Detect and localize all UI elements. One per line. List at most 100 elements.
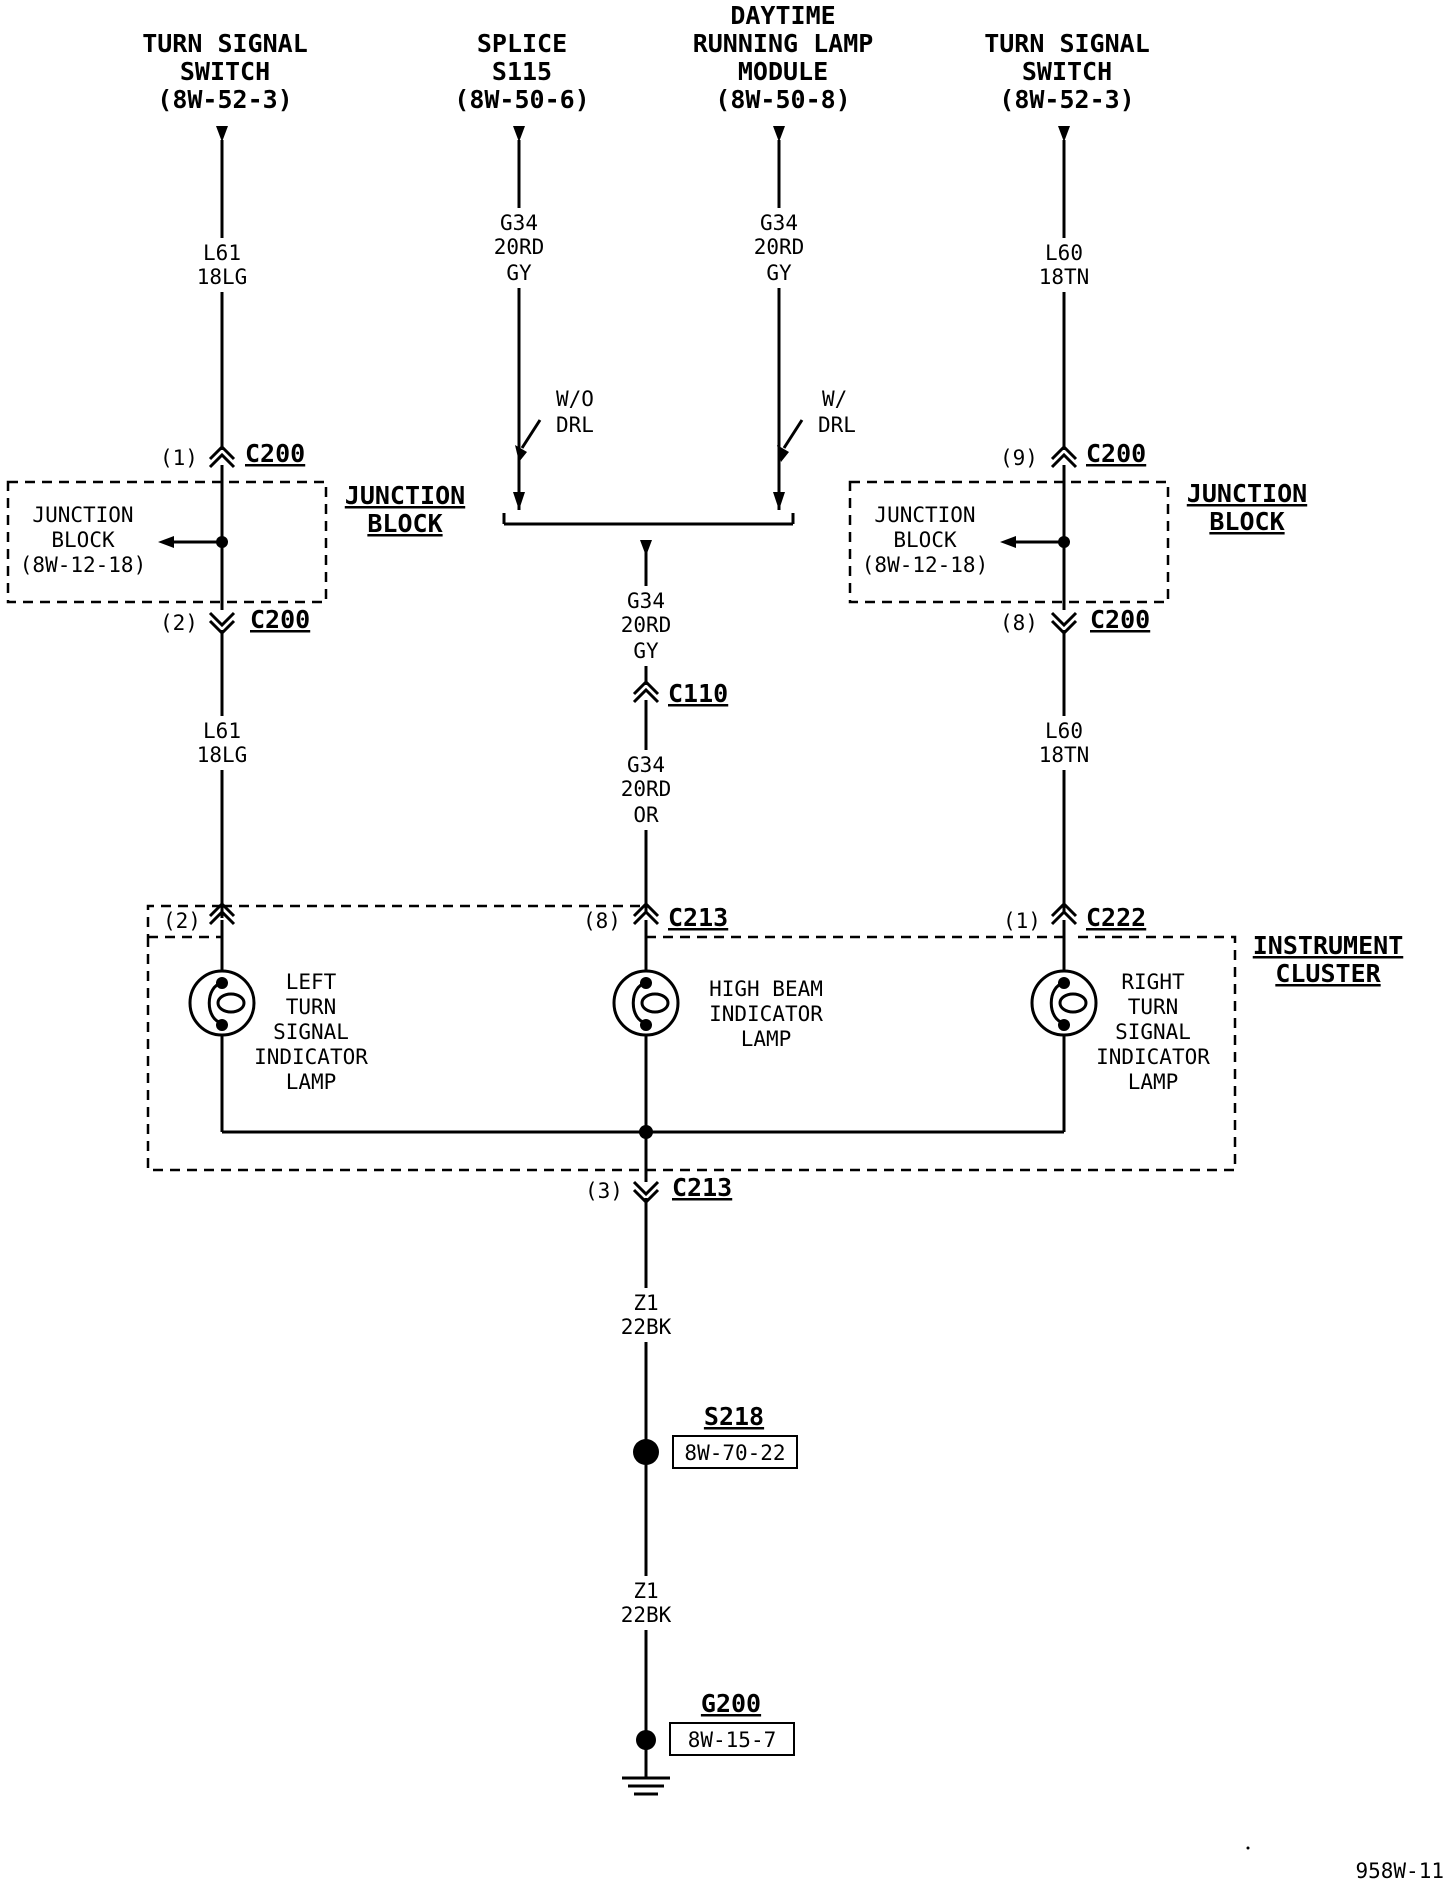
source-line: TURN SIGNAL (142, 29, 308, 58)
connector-symbols (208, 444, 1078, 1205)
junction-text: (8W-12-18) (20, 553, 146, 577)
wire-circuit-label: L61 (203, 241, 241, 265)
right-turn-lamp (1030, 920, 1098, 1037)
splice-name: S218 (704, 1402, 764, 1431)
wire-paths (220, 140, 1066, 1740)
splice-ref-box (672, 1435, 798, 1469)
wire-gauge-label: 18TN (1039, 265, 1090, 289)
lamp-terminal (640, 1019, 652, 1031)
junction-block-left-text: JUNCTION BLOCK (8W-12-18) (20, 503, 146, 577)
source-line: SWITCH (1022, 57, 1112, 86)
wire-labels: L61 18LG L61 18LG G34 20RD GY G34 20RD G… (195, 208, 1091, 1630)
left-lamp-label: LEFT TURN SIGNAL INDICATOR LAMP (254, 970, 368, 1094)
ground-icon (622, 1776, 670, 1796)
wire-gauge-label: 20RD (621, 613, 672, 637)
lamp-terminal (640, 977, 652, 989)
junction-block-label: BLOCK (1209, 507, 1284, 536)
option-arrows (513, 419, 804, 510)
connector-name: C213 (668, 903, 728, 932)
wire-circuit-label: G34 (627, 589, 665, 613)
ground-name: G200 (701, 1689, 761, 1718)
wire-circuit-label: L61 (203, 719, 241, 743)
lamp-bulb-icon (612, 969, 680, 1037)
wire-circuit-label: L60 (1045, 241, 1083, 265)
connector-chevron-down-icon (1050, 611, 1078, 636)
wire-circuit-label: G34 (760, 211, 798, 235)
source-arrows (216, 126, 1070, 142)
source-turn-signal-switch-left: TURN SIGNAL SWITCH (8W-52-3) (142, 29, 308, 114)
connector-labels: (1) C200 (2) C200 (9) C200 (8) C200 C110… (160, 439, 1150, 1203)
junction-text: BLOCK (51, 528, 115, 552)
cluster-label-line: INSTRUMENT (1253, 931, 1404, 960)
lamp-label-line: INDICATOR (709, 1002, 823, 1026)
connector-chevron-up-icon (208, 901, 236, 926)
connector-chevron-down-icon (632, 1180, 660, 1205)
lamp-label-line: SIGNAL (273, 1020, 349, 1044)
lamp-filament-loop (640, 992, 670, 1014)
down-arrow-icon (773, 126, 785, 142)
junction-block-label: BLOCK (367, 509, 442, 538)
pointer-arrow-icon (777, 445, 789, 462)
connector-chevron-down-icon (208, 611, 236, 636)
lamp-label-line: INDICATOR (254, 1045, 368, 1069)
connector-name: C200 (250, 605, 310, 634)
wire-color-label: GY (633, 639, 659, 663)
high-beam-lamp (612, 920, 680, 1037)
down-arrow-icon (216, 126, 228, 142)
source-line: DAYTIME (730, 1, 835, 30)
figure-id: 958W-11 (1355, 1859, 1444, 1883)
center-lamp-label: HIGH BEAM INDICATOR LAMP (709, 977, 823, 1051)
source-daytime-running-lamp-module: DAYTIME RUNNING LAMP MODULE (8W-50-8) (693, 1, 874, 114)
connector-pin: (2) (163, 909, 201, 933)
source-line: (8W-52-3) (157, 85, 292, 114)
junction-block-left (6, 480, 328, 604)
connector-name: C213 (672, 1173, 732, 1202)
connector-pin: (9) (1000, 446, 1038, 470)
junction-text: JUNCTION (874, 503, 975, 527)
source-line: SWITCH (180, 57, 270, 86)
connector-name: C200 (1086, 439, 1146, 468)
source-line: SPLICE (477, 29, 567, 58)
lamp-label-line: TURN (1128, 995, 1179, 1019)
lamp-label-line: LEFT (286, 970, 337, 994)
bus-junction-dot (639, 1125, 653, 1139)
wire-circuit-label: L60 (1045, 719, 1083, 743)
wire-circuit-label: G34 (627, 753, 665, 777)
junction-block-label: JUNCTION (1187, 479, 1307, 508)
down-arrow-icon (513, 492, 525, 510)
wire-gauge-label: 20RD (754, 235, 805, 259)
lamp-filament-loop (1058, 992, 1088, 1014)
wire-gauge-label: 18LG (197, 265, 248, 289)
lamp-bulb-icon (188, 969, 256, 1037)
connector-name: C110 (668, 679, 728, 708)
junction-text: BLOCK (893, 528, 957, 552)
connector-chevron-up-icon (1050, 901, 1078, 926)
wire-circuit-label: G34 (500, 211, 538, 235)
wire-color-label: GY (766, 261, 792, 285)
source-line: RUNNING LAMP (693, 29, 874, 58)
lamp-label-line: LAMP (286, 1070, 337, 1094)
source-turn-signal-switch-right: TURN SIGNAL SWITCH (8W-52-3) (984, 29, 1150, 114)
down-arrow-icon (1058, 126, 1070, 142)
lamp-terminal (1058, 1019, 1070, 1031)
source-line: (8W-50-6) (454, 85, 589, 114)
source-line: MODULE (738, 57, 828, 86)
connector-name: C222 (1086, 903, 1146, 932)
option-label: W/O (556, 387, 594, 411)
left-arrow-icon (1000, 536, 1016, 548)
connector-pin: (8) (1000, 611, 1038, 635)
connector-name: C200 (245, 439, 305, 468)
connector-chevron-up-icon (1050, 444, 1078, 469)
connector-pin: (8) (583, 909, 621, 933)
left-turn-lamp (188, 920, 256, 1037)
option-pointer (782, 419, 804, 449)
lamp-label-line: INDICATOR (1096, 1045, 1210, 1069)
lamp-label-line: LAMP (741, 1027, 792, 1051)
connector-pin: (2) (160, 611, 198, 635)
wire-gauge-label: 18TN (1039, 743, 1090, 767)
ground-ref: 8W-15-7 (688, 1728, 777, 1752)
lamp-terminal (216, 1019, 228, 1031)
wire-color-label: OR (633, 803, 659, 827)
